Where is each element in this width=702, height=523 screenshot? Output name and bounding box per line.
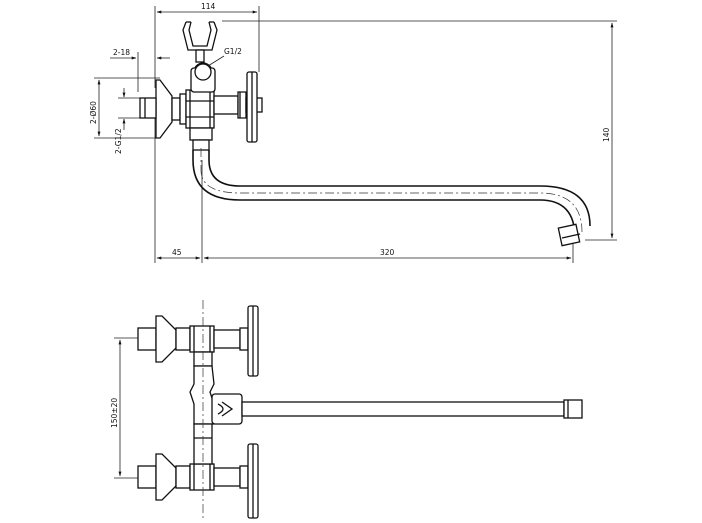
dim-nut: 2-18 xyxy=(110,48,170,92)
lower-inlet xyxy=(137,443,259,519)
shower-holder xyxy=(182,21,218,93)
wall-flange xyxy=(155,79,173,139)
spout-tube xyxy=(192,148,591,239)
cross-handle xyxy=(245,71,263,143)
dim-thread: 2-G1/2 xyxy=(114,88,140,154)
shower-outlet-callout: G1/2 xyxy=(207,47,242,67)
valve-body xyxy=(213,91,247,119)
dim-bottom: 45 320 xyxy=(154,118,574,263)
top-view: 150±20 xyxy=(110,300,583,520)
top-spout xyxy=(241,399,583,419)
dim-spacing: 150±20 xyxy=(110,337,162,479)
dim-spacing-label: 150±20 xyxy=(110,398,119,428)
center-body xyxy=(189,351,215,465)
dim-thread-label: 2-G1/2 xyxy=(114,128,123,154)
diverter xyxy=(211,393,243,425)
spout-joint xyxy=(189,127,213,151)
upper-inlet xyxy=(137,305,259,377)
inlet-fitting xyxy=(139,93,187,125)
dim-height: 140 xyxy=(222,20,617,241)
dim-nut-label: 2-18 xyxy=(113,48,130,57)
dim-top-width-label: 114 xyxy=(201,2,216,11)
dim-bottom-left-label: 45 xyxy=(172,248,182,257)
dim-diameter-label: 2-Ø60 xyxy=(89,101,98,124)
side-view: 114 140 45 320 2-18 xyxy=(89,2,617,263)
shower-outlet-label: G1/2 xyxy=(224,47,242,56)
dim-diameter: 2-Ø60 xyxy=(89,77,160,139)
aerator xyxy=(557,223,581,247)
dim-bottom-right-label: 320 xyxy=(380,248,395,257)
dim-height-label: 140 xyxy=(602,127,611,142)
dim-top-width: 114 xyxy=(154,2,260,88)
hex-nut xyxy=(185,89,215,129)
